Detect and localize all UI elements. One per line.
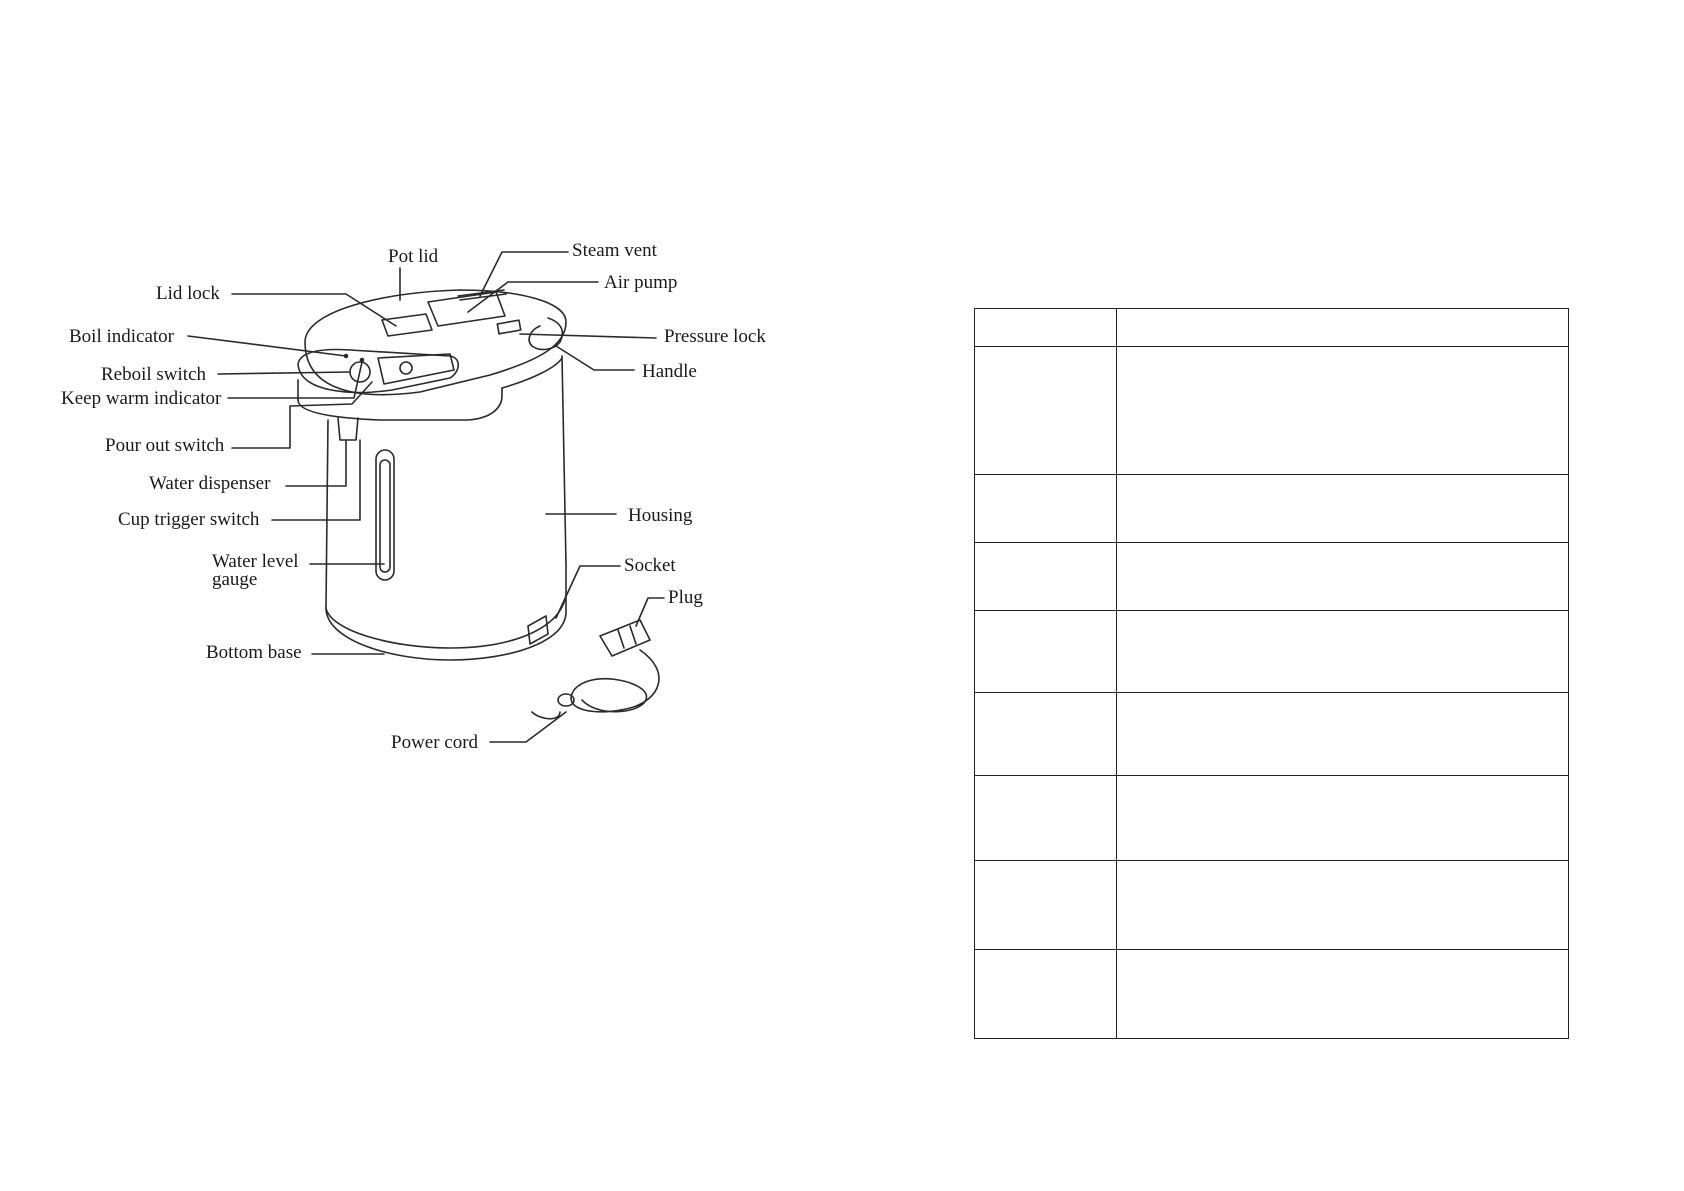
table-row	[974, 345, 1569, 475]
table-cell	[1116, 691, 1569, 777]
table-row	[974, 609, 1569, 693]
pressure-lock-button	[496, 319, 522, 335]
table-row	[974, 859, 1569, 950]
table-cell	[1116, 948, 1569, 1040]
leader-pressure-lock	[519, 333, 657, 339]
bottom-base-outline	[325, 564, 567, 661]
table-cell	[1116, 345, 1569, 475]
thermo-pot-illustration	[187, 251, 665, 743]
pour-out-switch-panel	[377, 353, 455, 385]
label-keep-warm-indicator: Keep warm indicator	[61, 388, 222, 409]
leader-lid-lock	[231, 293, 397, 327]
label-water-level-gauge-2: gauge	[212, 569, 258, 590]
label-housing: Housing	[628, 505, 693, 526]
label-reboil-switch: Reboil switch	[101, 364, 207, 385]
leader-power-cord	[489, 711, 567, 743]
leader-handle	[555, 345, 635, 371]
leader-air-pump	[467, 281, 599, 313]
pour-out-button	[399, 361, 413, 375]
water-level-gauge	[375, 449, 395, 581]
leader-pour-out	[231, 381, 373, 449]
label-cup-trigger-switch: Cup trigger switch	[118, 509, 260, 530]
water-dispenser-nozzle	[337, 417, 359, 441]
air-pump-panel	[427, 291, 506, 327]
table-cell	[1116, 859, 1569, 950]
label-power-cord: Power cord	[391, 732, 479, 753]
table-cell	[1116, 308, 1569, 347]
table-row	[974, 308, 1569, 347]
table-cell	[974, 691, 1117, 777]
label-steam-vent: Steam vent	[572, 240, 657, 261]
table-cell	[974, 473, 1117, 543]
table-cell	[1116, 775, 1569, 861]
table-row	[974, 473, 1569, 543]
label-air-pump: Air pump	[604, 272, 678, 293]
leader-steam-vent	[479, 251, 569, 297]
label-pour-out-switch: Pour out switch	[105, 435, 225, 456]
label-handle: Handle	[642, 361, 697, 382]
shoulder	[297, 387, 503, 421]
table-cell	[974, 775, 1117, 861]
label-socket: Socket	[624, 555, 676, 576]
handle-outline	[528, 317, 564, 351]
table-cell	[974, 345, 1117, 475]
table-cell	[1116, 473, 1569, 543]
label-water-dispenser: Water dispenser	[149, 473, 271, 494]
label-water-level-gauge: Water level	[212, 551, 299, 572]
power-cord	[531, 649, 660, 720]
leader-reboil-switch	[217, 371, 351, 375]
table-row	[974, 775, 1569, 861]
table-row	[974, 541, 1569, 611]
housing-outline	[325, 355, 567, 609]
label-pot-lid: Pot lid	[388, 246, 439, 267]
plug-body	[599, 619, 651, 657]
leader-socket	[555, 565, 621, 619]
table-cell	[974, 948, 1117, 1040]
socket-outline	[527, 615, 549, 645]
table-cell	[974, 541, 1117, 611]
table-row	[974, 691, 1569, 777]
label-bottom-base: Bottom base	[206, 642, 302, 663]
lid-lock-panel	[381, 313, 433, 337]
label-lid-lock: Lid lock	[156, 283, 220, 304]
table-cell	[1116, 541, 1569, 611]
label-pressure-lock: Pressure lock	[664, 326, 766, 347]
specification-table	[974, 308, 1569, 1040]
appliance-diagram: Pot lid Steam vent Air pump Lid lock Boi…	[61, 240, 766, 753]
leader-cup-trigger	[271, 439, 361, 521]
table-cell	[1116, 609, 1569, 693]
table-cell	[974, 609, 1117, 693]
leader-boil-indicator	[187, 335, 347, 357]
leader-water-dispenser	[285, 439, 347, 487]
table-cell	[974, 859, 1117, 950]
table-row	[974, 948, 1569, 1040]
control-panel	[297, 348, 460, 394]
leader-keep-warm	[227, 361, 363, 399]
table-cell	[974, 308, 1117, 347]
label-boil-indicator: Boil indicator	[69, 326, 175, 347]
pot-lid-outline	[304, 289, 567, 396]
label-plug: Plug	[668, 587, 703, 608]
leader-plug	[635, 597, 665, 627]
